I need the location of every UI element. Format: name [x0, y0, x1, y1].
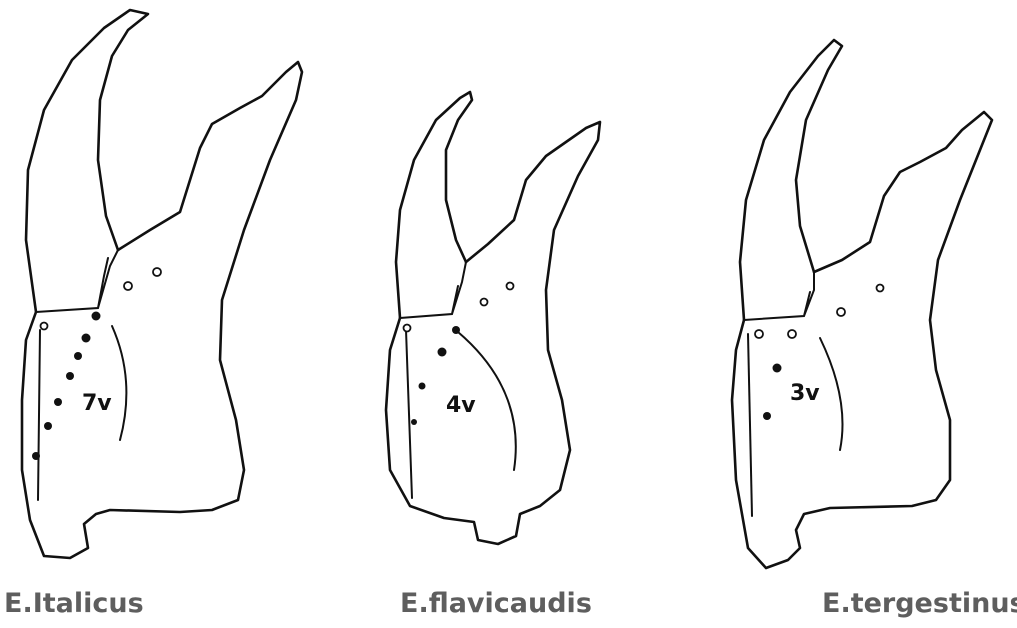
- trichobothrium-hollow: [481, 299, 488, 306]
- trichobothrium-filled: [82, 334, 91, 343]
- trichobothrium-filled: [44, 422, 52, 430]
- trichobothrium-hollow: [41, 323, 48, 330]
- chela-drawing-tergestinus: 3v: [732, 40, 992, 568]
- trichobothrium-hollow: [877, 285, 884, 292]
- chela-drawing-flavicaudis: 4v: [386, 92, 600, 544]
- inner-keel: [748, 334, 752, 516]
- species-caption-tergestinus: E.tergestinus: [822, 588, 1017, 619]
- chela-drawing-italicus: 7v: [22, 10, 302, 558]
- trichobothrium-hollow: [404, 325, 411, 332]
- trichobothrium-filled: [773, 364, 782, 373]
- trichobothrium-filled: [66, 372, 74, 380]
- trichobothrium-filled: [419, 383, 426, 390]
- movable-finger: [386, 122, 600, 544]
- species-caption-italicus: E.Italicus: [4, 588, 144, 619]
- inner-keel: [406, 330, 412, 498]
- fixed-finger: [26, 10, 148, 312]
- trichobothrium-filled: [411, 419, 417, 425]
- fixed-finger: [740, 40, 842, 320]
- finger-joint: [400, 262, 466, 318]
- trichobothrium-hollow: [788, 330, 796, 338]
- trichobothrium-filled: [32, 452, 40, 460]
- trichobothrium-filled: [438, 348, 447, 357]
- outer-keel: [820, 338, 843, 450]
- trichobothrium-filled: [92, 312, 101, 321]
- trichobothria-count-label: 4v: [446, 393, 476, 418]
- trichobothrium-hollow: [124, 282, 132, 290]
- finger-joint: [36, 250, 118, 312]
- species-caption-flavicaudis: E.flavicaudis: [400, 588, 592, 619]
- trichobothria-count-label: 3v: [790, 381, 820, 406]
- movable-finger: [732, 112, 992, 568]
- inner-keel: [38, 330, 40, 500]
- outer-keel: [112, 326, 126, 440]
- trichobothrium-filled: [74, 352, 82, 360]
- trichobothria-count-label: 7v: [82, 391, 112, 416]
- trichobothrium-hollow: [837, 308, 845, 316]
- trichobothrium-filled: [763, 412, 771, 420]
- trichobothrium-hollow: [755, 330, 763, 338]
- trichobothrium-hollow: [153, 268, 161, 276]
- trichobothrium-hollow: [507, 283, 514, 290]
- trichobothrium-filled: [452, 326, 460, 334]
- finger-joint: [744, 272, 814, 320]
- trichobothrium-filled: [54, 398, 62, 406]
